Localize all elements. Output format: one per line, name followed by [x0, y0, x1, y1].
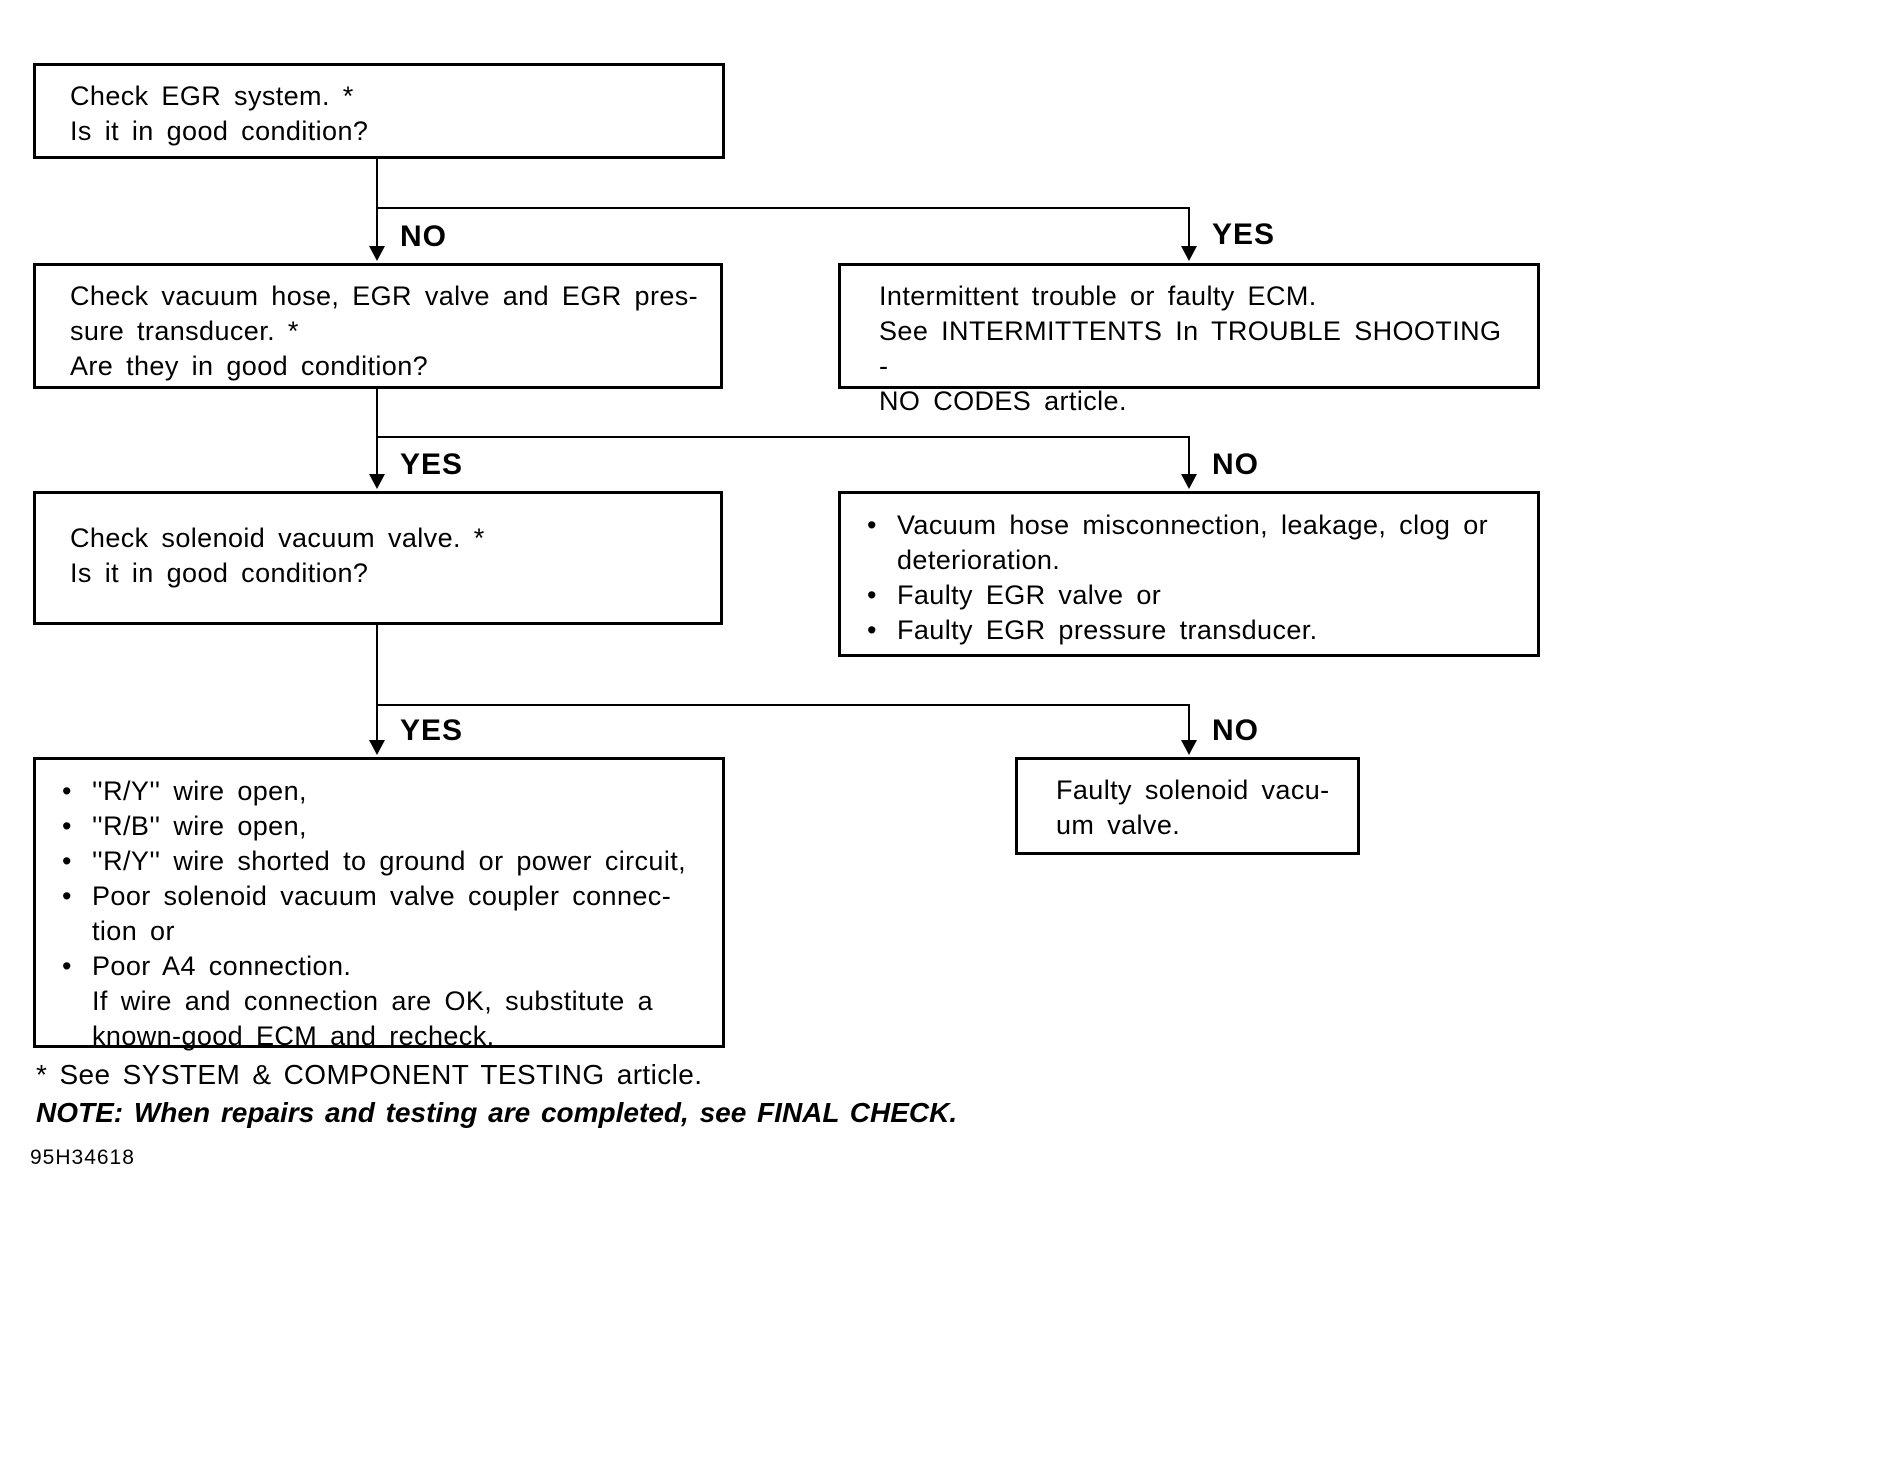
text-line: Faulty EGR valve or [897, 580, 1162, 610]
branch-label-no-1: NO [400, 220, 447, 253]
bullet-item: • Faulty EGR valve or [867, 578, 1523, 613]
text-line: ''R/Y'' wire shorted to ground or power … [92, 846, 687, 876]
connector-b2-horizontal [376, 436, 1190, 438]
text-line: known-good ECM and recheck. [92, 1021, 495, 1051]
arrowhead-b1-left [369, 246, 385, 261]
node-intermittent-trouble: Intermittent trouble or faulty ECM. See I… [838, 263, 1540, 416]
bullet-text: ''R/Y'' wire shorted to ground or power … [92, 844, 708, 879]
text-line: If wire and connection are OK, substitut… [92, 986, 653, 1016]
bullet-icon: • [62, 846, 72, 876]
connector-b1-left-vertical [376, 159, 378, 251]
bullet-icon: • [62, 811, 72, 841]
text-line: Faulty EGR pressure transducer. [897, 615, 1318, 645]
branch-label-no-3: NO [1212, 714, 1259, 747]
node-check-vacuum-hose: Check vacuum hose, EGR valve and EGR pre… [33, 263, 723, 389]
node-faulty-solenoid: Faulty solenoid vacu-um valve. [1015, 757, 1360, 855]
connector-b1-horizontal [376, 207, 1190, 209]
note-line: NOTE: When repairs and testing are compl… [36, 1097, 958, 1128]
text-line: Faulty solenoid vacu- [1056, 775, 1330, 805]
text-line: sure transducer. * [70, 316, 299, 346]
bullet-text: Faulty EGR pressure transducer. [897, 613, 1523, 648]
node-wire-faults: • ''R/Y'' wire open, • ''R/B'' wire open, • '… [33, 757, 725, 1051]
text-line: Poor A4 connection. [92, 951, 352, 981]
connector-b2-right-vertical [1188, 438, 1190, 479]
text-line: ''R/Y'' wire open, [92, 776, 307, 806]
branch-label-yes-1: YES [1212, 218, 1276, 251]
text-line: Is it in good condition? [70, 116, 369, 146]
bullet-text: Vacuum hose misconnection, leakage, clog… [897, 508, 1523, 578]
bullet-text: Faulty EGR valve or [897, 578, 1523, 613]
text-line: deterioration. [897, 545, 1061, 575]
figure-code: 95H34618 [30, 1146, 135, 1169]
branch-label-yes-3: YES [400, 714, 464, 747]
bullet-item: • Vacuum hose misconnection, leakage, clo… [867, 508, 1523, 578]
footnote: * See SYSTEM & COMPONENT TESTING article… [36, 1059, 703, 1090]
node-check-solenoid: Check solenoid vacuum valve. * Is it in g… [33, 491, 723, 625]
branch-label-no-2: NO [1212, 448, 1259, 481]
bullet-text: ''R/Y'' wire open, [92, 774, 708, 809]
bullet-text: Poor solenoid vacuum valve coupler conne… [92, 879, 708, 949]
bullet-item: • Faulty EGR pressure transducer. [867, 613, 1523, 648]
bullet-icon: • [62, 776, 72, 806]
text-line: tion or [92, 916, 175, 946]
text-line: Is it in good condition? [70, 558, 369, 588]
text-line: Check solenoid vacuum valve. * [70, 523, 485, 553]
text-line: Check EGR system. * [70, 81, 354, 111]
bullet-icon: • [867, 615, 877, 645]
arrowhead-b2-left [369, 474, 385, 489]
bullet-text: Poor A4 connection. If wire and connectio… [92, 949, 708, 1054]
text-line: See INTERMITTENTS In TROUBLE SHOOTING - [879, 316, 1502, 381]
text-line: Intermittent trouble or faulty ECM. [879, 281, 1317, 311]
arrowhead-b2-right [1181, 474, 1197, 489]
connector-b3-horizontal [376, 704, 1190, 706]
text-line: Vacuum hose misconnection, leakage, clog… [897, 510, 1489, 540]
text-line: Check vacuum hose, EGR valve and EGR pre… [70, 281, 699, 311]
bullet-item: • ''R/Y'' wire shorted to ground or power… [62, 844, 708, 879]
arrowhead-b1-right [1181, 246, 1197, 261]
bullet-text: ''R/B'' wire open, [92, 809, 708, 844]
bullet-icon: • [867, 580, 877, 610]
connector-b3-right-vertical [1188, 706, 1190, 745]
bullet-item: • ''R/Y'' wire open, [62, 774, 708, 809]
bullet-item: • Poor solenoid vacuum valve coupler conn… [62, 879, 708, 949]
connector-b3-left-vertical [376, 625, 378, 745]
connector-b2-left-vertical [376, 389, 378, 479]
text-line: ''R/B'' wire open, [92, 811, 307, 841]
text-line: Are they in good condition? [70, 351, 429, 381]
connector-b1-right-vertical [1188, 209, 1190, 251]
node-check-egr: Check EGR system. * Is it in good conditi… [33, 63, 725, 159]
bullet-item: • ''R/B'' wire open, [62, 809, 708, 844]
text-line: Poor solenoid vacuum valve coupler conne… [92, 881, 672, 911]
branch-label-yes-2: YES [400, 448, 464, 481]
arrowhead-b3-right [1181, 740, 1197, 755]
bullet-icon: • [867, 510, 877, 540]
node-vacuum-faults: • Vacuum hose misconnection, leakage, clo… [838, 491, 1540, 657]
bullet-icon: • [62, 881, 72, 911]
arrowhead-b3-left [369, 740, 385, 755]
bullet-item: • Poor A4 connection. If wire and connecti… [62, 949, 708, 1054]
text-line: um valve. [1056, 810, 1181, 840]
bullet-icon: • [62, 951, 72, 981]
text-line: NO CODES article. [879, 386, 1127, 416]
